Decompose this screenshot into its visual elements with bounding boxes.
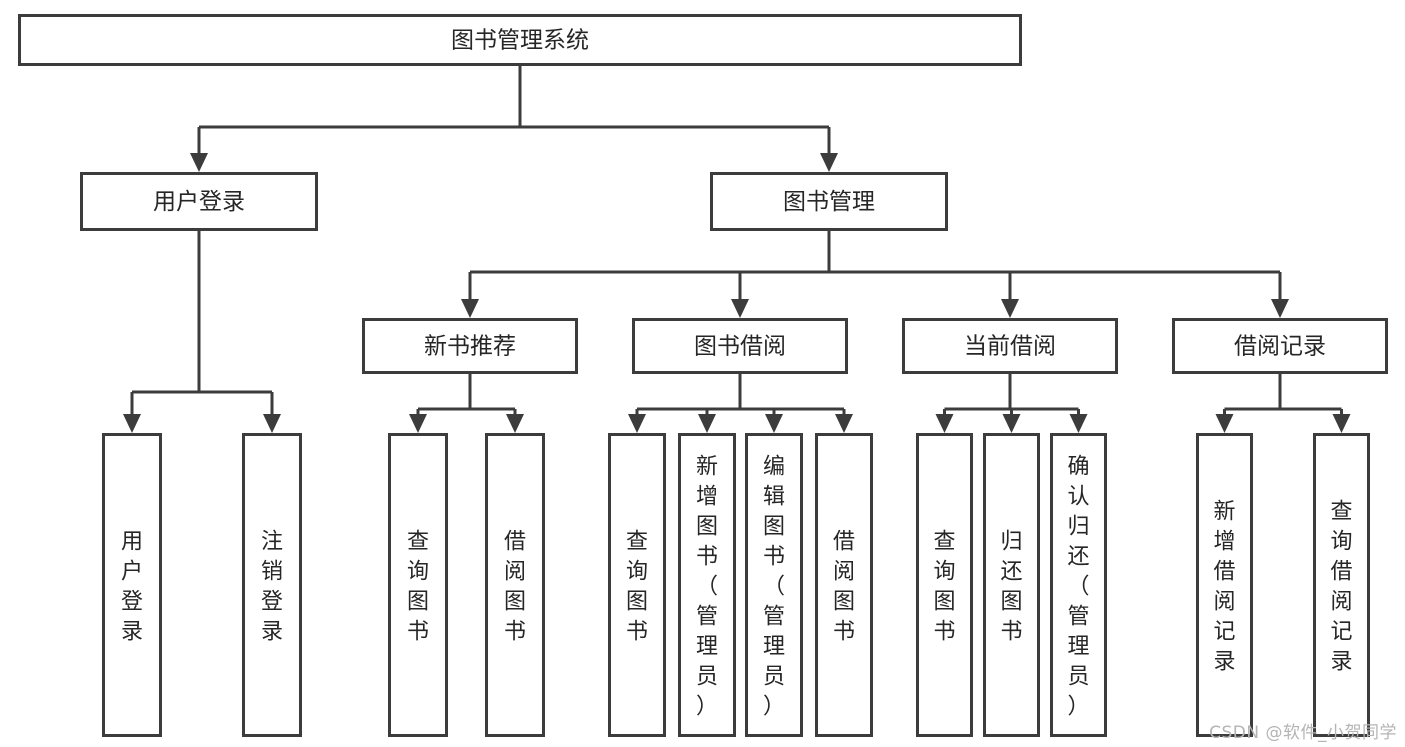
node-label-root: 图书管理系统: [451, 28, 589, 54]
node-label-leaf-query-book-3: 查询图书: [933, 529, 955, 644]
arrow-icon-leaf-borrow-book-1: [506, 414, 524, 433]
arrow-icon-leaf-add-book: [698, 414, 716, 433]
node-label-leaf-borrow-book-1: 借阅图书: [504, 529, 526, 644]
node-leaf-query-book-2[interactable]: 查询图书: [608, 433, 666, 737]
arrow-icon-leaf-borrow-book-2: [835, 414, 853, 433]
node-new-book-recommend[interactable]: 新书推荐: [362, 318, 578, 374]
node-label-leaf-borrow-book-2: 借阅图书: [833, 529, 855, 644]
node-root[interactable]: 图书管理系统: [18, 14, 1022, 66]
node-box-new-book-recommend: [362, 318, 578, 374]
arrow-icon-leaf-edit-book: [765, 414, 783, 433]
node-label-book-manage: 图书管理: [783, 189, 875, 215]
node-leaf-user-login[interactable]: 用户登录: [102, 433, 162, 737]
node-leaf-query-borrow-record[interactable]: 查询借阅记录: [1313, 433, 1370, 737]
node-label-leaf-return-book: 归还图书: [1000, 529, 1022, 644]
arrow-icon-leaf-add-borrow-record: [1215, 414, 1234, 433]
node-box-leaf-add-book: [678, 433, 736, 737]
node-box-leaf-borrow-book-1: [485, 433, 545, 737]
node-box-leaf-return-book: [983, 433, 1040, 737]
node-label-leaf-logout: 注销登录: [261, 529, 283, 644]
arrow-icon-leaf-logout: [263, 414, 281, 433]
node-box-leaf-edit-book: [745, 433, 803, 737]
arrow-icon-new-book-recommend: [461, 299, 479, 318]
node-box-book-borrow: [632, 318, 848, 374]
node-box-borrow-record: [1172, 318, 1388, 374]
node-label-leaf-add-borrow-record: 新增借阅记录: [1213, 499, 1235, 674]
node-box-leaf-query-book-1: [388, 433, 448, 737]
arrow-icon-leaf-query-book-2: [628, 414, 646, 433]
arrow-icon-book-borrow: [731, 299, 749, 318]
node-box-leaf-borrow-book-2: [815, 433, 873, 737]
node-label-borrow-record: 借阅记录: [1234, 334, 1326, 360]
node-label-leaf-edit-book: 编辑图书（管理员）: [763, 454, 785, 719]
node-box-current-borrow: [902, 318, 1118, 374]
node-label-book-borrow: 图书借阅: [694, 334, 786, 360]
node-box-book-manage: [710, 172, 948, 231]
arrow-icon-borrow-record: [1271, 299, 1289, 318]
node-leaf-query-book-3[interactable]: 查询图书: [916, 433, 973, 737]
arrow-icon-leaf-query-book-1: [409, 414, 427, 433]
node-label-leaf-add-book: 新增图书（管理员）: [696, 454, 718, 719]
node-box-user-login: [80, 172, 318, 231]
node-leaf-return-book[interactable]: 归还图书: [983, 433, 1040, 737]
node-label-leaf-user-login: 用户登录: [121, 529, 143, 644]
arrow-icon-leaf-user-login: [123, 414, 141, 433]
node-leaf-add-borrow-record[interactable]: 新增借阅记录: [1196, 433, 1253, 737]
node-leaf-edit-book[interactable]: 编辑图书（管理员）: [745, 433, 803, 737]
node-label-leaf-confirm-return: 确认归还（管理员）: [1067, 454, 1089, 719]
node-box-leaf-confirm-return: [1050, 433, 1107, 737]
node-box-leaf-query-borrow-record: [1313, 433, 1370, 737]
node-borrow-record[interactable]: 借阅记录: [1172, 318, 1388, 374]
node-user-login[interactable]: 用户登录: [80, 172, 318, 231]
node-leaf-query-book-1[interactable]: 查询图书: [388, 433, 448, 737]
node-leaf-logout[interactable]: 注销登录: [242, 433, 302, 737]
node-box-leaf-add-borrow-record: [1196, 433, 1253, 737]
node-label-new-book-recommend: 新书推荐: [424, 334, 516, 360]
node-box-leaf-logout: [242, 433, 302, 737]
node-label-current-borrow: 当前借阅: [964, 334, 1056, 360]
node-current-borrow[interactable]: 当前借阅: [902, 318, 1118, 374]
node-box-leaf-user-login: [102, 433, 162, 737]
arrow-icon-user-login: [190, 153, 208, 172]
node-book-manage[interactable]: 图书管理: [710, 172, 948, 231]
arrow-icon-leaf-return-book: [1002, 414, 1021, 433]
node-box-leaf-query-book-2: [608, 433, 666, 737]
node-leaf-borrow-book-1[interactable]: 借阅图书: [485, 433, 545, 737]
node-label-leaf-query-book-2: 查询图书: [626, 529, 648, 644]
arrow-icon-current-borrow: [1001, 299, 1019, 318]
node-leaf-add-book[interactable]: 新增图书（管理员）: [678, 433, 736, 737]
arrow-icon-book-manage: [820, 153, 838, 172]
node-label-leaf-query-book-1: 查询图书: [407, 529, 429, 644]
node-label-leaf-query-borrow-record: 查询借阅记录: [1330, 499, 1352, 674]
node-book-borrow[interactable]: 图书借阅: [632, 318, 848, 374]
diagram-nodes-layer: 图书管理系统用户登录图书管理新书推荐图书借阅当前借阅借阅记录用户登录注销登录查询…: [18, 14, 1388, 737]
node-label-user-login: 用户登录: [153, 189, 245, 215]
node-leaf-confirm-return[interactable]: 确认归还（管理员）: [1050, 433, 1107, 737]
connector-lines-layer: [123, 66, 1351, 433]
arrow-icon-leaf-confirm-return: [1069, 414, 1088, 433]
node-leaf-borrow-book-2[interactable]: 借阅图书: [815, 433, 873, 737]
arrow-icon-leaf-query-book-3: [935, 414, 954, 433]
node-box-leaf-query-book-3: [916, 433, 973, 737]
arrow-icon-leaf-query-borrow-record: [1332, 414, 1351, 433]
node-box-root: [18, 14, 1022, 66]
